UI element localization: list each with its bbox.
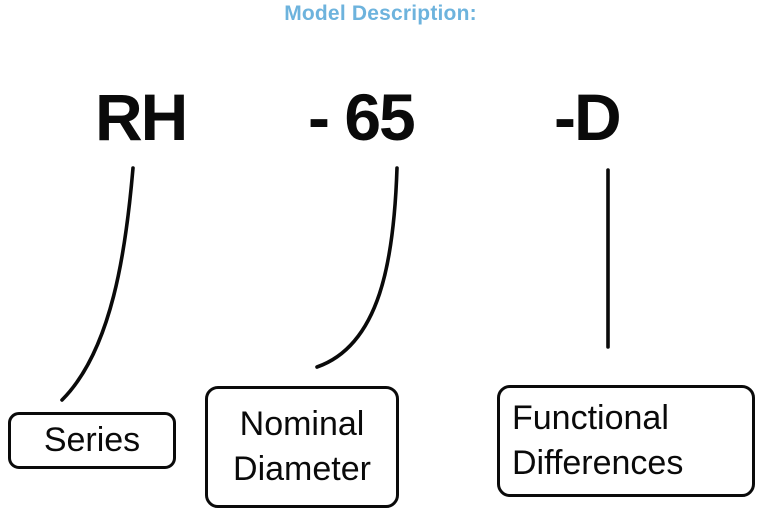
label-text-functional: Functional (512, 399, 669, 438)
connector-curve-nominal-diameter (315, 166, 399, 369)
label-text-nominal: Nominal (239, 405, 365, 444)
label-text-diameter: Diameter (233, 450, 371, 488)
model-code-series: RH (95, 80, 188, 154)
model-code-functional-differences: -D (554, 80, 622, 154)
label-box-functional-differences: Functional Differences (497, 385, 755, 497)
label-text-differences: Differences (512, 444, 684, 482)
label-box-series: Series (8, 412, 176, 469)
label-box-nominal-diameter: Nominal Diameter (205, 386, 399, 508)
label-text-series: Series (43, 421, 141, 460)
connector-curve-series (60, 166, 135, 402)
model-code-nominal-diameter: - 65 (308, 80, 416, 154)
page-title: Model Description: (284, 2, 477, 25)
